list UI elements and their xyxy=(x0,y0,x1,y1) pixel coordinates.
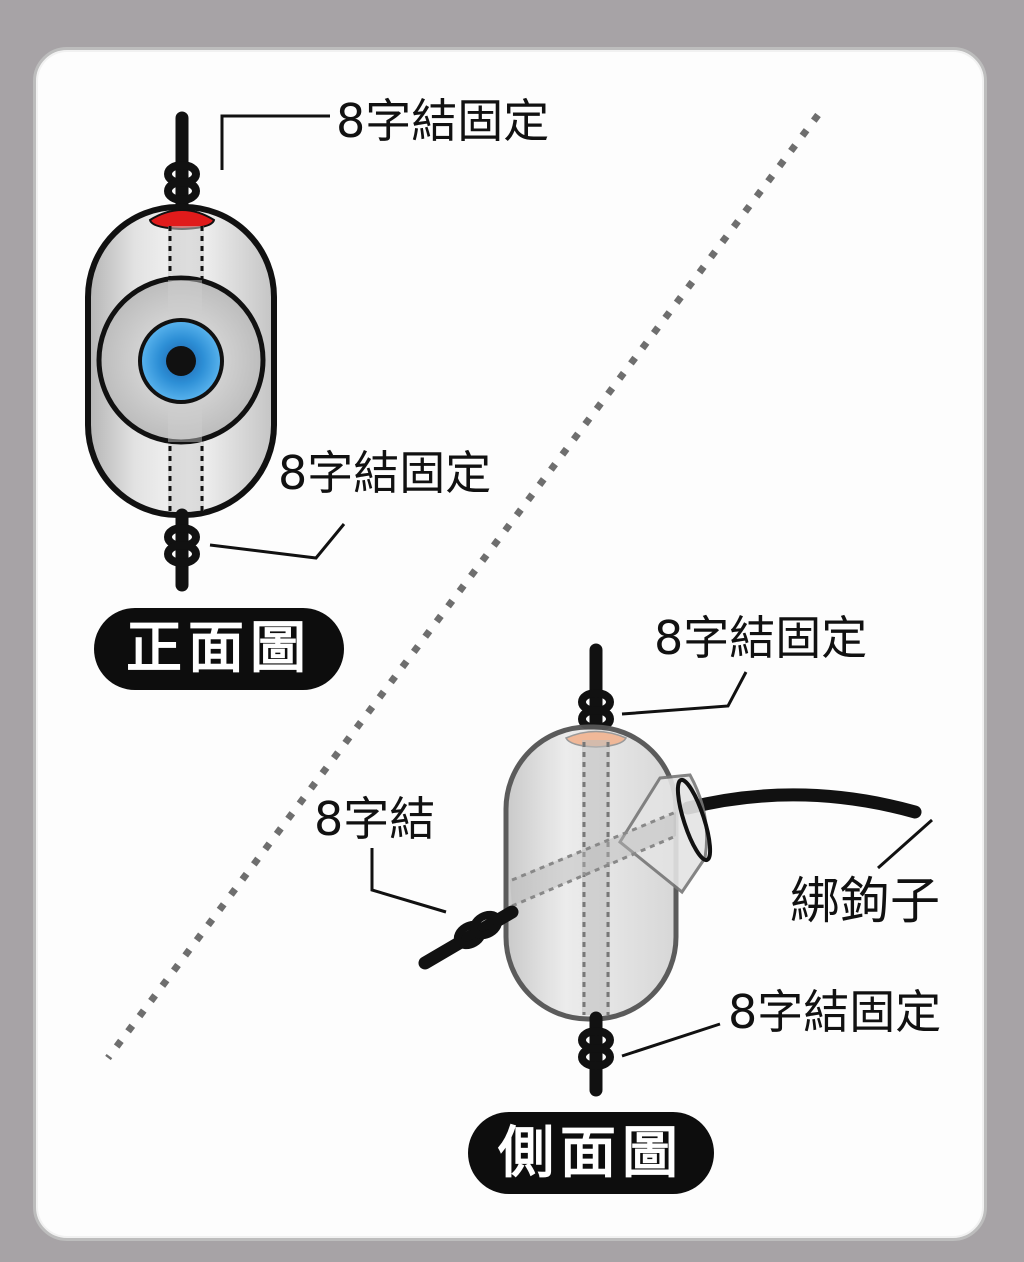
side-knot-leader xyxy=(370,848,447,914)
front-bottom-knot-icon xyxy=(164,524,200,567)
front-title: 正面圖 xyxy=(126,616,312,681)
side-title: 側面圖 xyxy=(497,1121,684,1186)
side-view: 8字結固定 8字結 綁鉤子 8字結固定 側面圖 xyxy=(314,611,941,1194)
front-bottom-leader xyxy=(209,523,346,560)
side-knot-label: 8字結 xyxy=(314,792,435,846)
hook-leader xyxy=(877,818,933,870)
front-view: 8字結固定 8字結固定 正面圖 xyxy=(85,94,549,690)
divider-dotted-line xyxy=(105,112,821,1061)
side-peach-cap xyxy=(564,730,628,748)
side-top-label: 8字結固定 xyxy=(654,611,867,665)
hook-label: 綁鉤子 xyxy=(790,872,940,930)
front-top-label: 8字結固定 xyxy=(336,94,549,148)
side-bottom-leader xyxy=(621,1022,721,1058)
side-left-knot-icon xyxy=(453,910,503,950)
front-top-leader xyxy=(220,114,330,170)
side-bottom-label: 8字結固定 xyxy=(728,985,941,1039)
front-top-knot-icon xyxy=(164,161,200,204)
front-red-cap xyxy=(148,209,216,231)
front-bottom-label: 8字結固定 xyxy=(278,446,491,500)
side-title-pill xyxy=(468,1112,714,1194)
side-top-leader xyxy=(621,671,748,716)
side-bottom-knot-icon xyxy=(578,1027,614,1070)
hook-line xyxy=(681,788,922,819)
front-title-pill xyxy=(94,608,344,690)
